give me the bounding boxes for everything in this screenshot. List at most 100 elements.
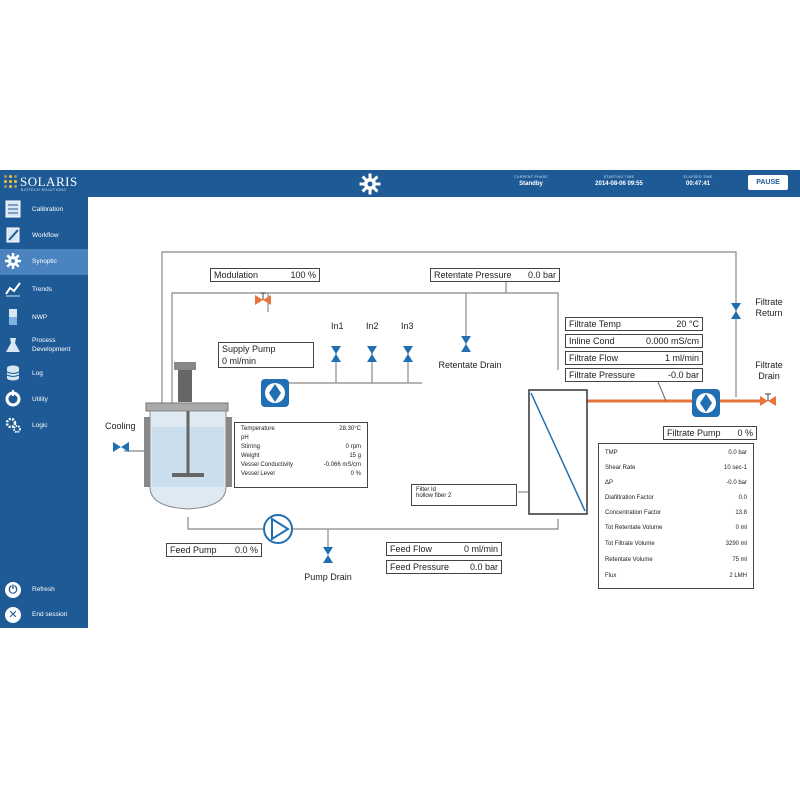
modulation-value: 100 % bbox=[290, 270, 316, 280]
sidebar-label: Calibration bbox=[32, 206, 64, 213]
sidebar-item-utility[interactable]: Utility bbox=[0, 387, 88, 413]
modulation-valve-icon bbox=[254, 292, 272, 306]
filtrate-temp-readout: Filtrate Temp 20 °C bbox=[565, 317, 703, 331]
supply-pump-value: 0 ml/min bbox=[222, 356, 257, 366]
retentate-drain-valve-icon bbox=[461, 336, 471, 352]
filtrate-pump-label: Filtrate Pump bbox=[667, 428, 721, 438]
feed-pressure-label: Feed Pressure bbox=[390, 562, 450, 572]
filtrate-pressure-value: -0.0 bar bbox=[667, 370, 699, 380]
sidebar-label: Trends bbox=[32, 286, 52, 293]
sidebar-label: Log bbox=[32, 370, 43, 377]
retentate-pressure-readout: Retentate Pressure 0.0 bar bbox=[430, 268, 560, 282]
feed-pump-value: 0.0 % bbox=[234, 545, 258, 555]
sidebar-label: Utility bbox=[32, 396, 48, 403]
filtrate-drain-line1: Filtrate bbox=[755, 360, 783, 370]
end-session-button[interactable]: ✕ End session bbox=[0, 605, 88, 627]
sidebar-item-workflow[interactable]: Workflow bbox=[0, 223, 88, 249]
filtrate-return-valve-icon bbox=[731, 303, 741, 319]
retentate-pressure-label: Retentate Pressure bbox=[434, 270, 512, 280]
sidebar-item-nwp[interactable]: NWP bbox=[0, 305, 88, 331]
retentate-pressure-value: 0.0 bar bbox=[527, 270, 556, 280]
sidebar-item-logic[interactable]: Logic bbox=[0, 413, 88, 439]
pump-drain-valve-icon bbox=[323, 547, 333, 563]
current-phase-value: Standby bbox=[519, 181, 543, 187]
inlet-1-valve-icon bbox=[331, 346, 341, 362]
sidebar-label-line2: Development bbox=[32, 346, 71, 353]
nwp-icon bbox=[9, 309, 17, 325]
starting-time-value: 2014-08-06 09:55 bbox=[595, 181, 643, 187]
sidebar-item-log[interactable]: Log bbox=[0, 361, 88, 387]
end-session-label: End session bbox=[32, 611, 68, 618]
feed-pump-icon bbox=[263, 514, 293, 544]
inlet-3-label: In3 bbox=[401, 321, 414, 331]
synoptic-diagram: Modulation 100 % Retentate Pressure 0.0 … bbox=[88, 197, 800, 628]
elapsed-time-value: 00:47:41 bbox=[685, 181, 711, 187]
filtrate-pump-icon bbox=[692, 389, 720, 417]
filtrate-drain-valve-icon bbox=[759, 393, 777, 407]
current-phase-label: CURRENT PHASE bbox=[514, 175, 548, 179]
logo-dots-icon bbox=[4, 175, 18, 189]
gear-icon[interactable] bbox=[358, 172, 382, 196]
sidebar-label: Synoptic bbox=[32, 258, 57, 265]
pump-drain-label: Pump Drain bbox=[304, 572, 352, 582]
supply-pump-icon bbox=[261, 379, 289, 407]
process-development-icon bbox=[6, 338, 20, 352]
feed-pump-readout: Feed Pump 0.0 % bbox=[166, 543, 262, 557]
solaris-logo: SOLARIS BIOTECH SOLUTIONS bbox=[4, 173, 94, 195]
pause-button[interactable]: PAUSE bbox=[748, 175, 788, 190]
filtrate-temp-label: Filtrate Temp bbox=[569, 319, 621, 329]
feed-pressure-value: 0.0 bar bbox=[469, 562, 498, 572]
feed-flow-label: Feed Flow bbox=[390, 544, 433, 554]
inlet-1-label: In1 bbox=[331, 321, 344, 331]
sidebar-item-calibration[interactable]: Calibration bbox=[0, 197, 88, 223]
cooling-label: Cooling bbox=[105, 421, 136, 431]
filter-id-label: Filter Id bbox=[416, 487, 437, 493]
refresh-icon: ⏻ bbox=[5, 582, 21, 598]
filtrate-drain-line2: Drain bbox=[758, 371, 780, 381]
top-bar: SOLARIS BIOTECH SOLUTIONS CURRENT PHASE … bbox=[0, 170, 800, 197]
piping-diagram bbox=[113, 251, 777, 563]
feed-flow-readout: Feed Flow 0 ml/min bbox=[386, 542, 502, 556]
sidebar-label-line1: Process bbox=[32, 337, 56, 344]
trends-icon bbox=[5, 282, 21, 297]
filtrate-pump-value: 0 % bbox=[737, 428, 753, 438]
starting-time: STARTING TIME 2014-08-06 09:55 bbox=[584, 175, 654, 187]
refresh-button[interactable]: ⏻ Refresh bbox=[0, 580, 88, 602]
synoptic-app: SOLARIS BIOTECH SOLUTIONS CURRENT PHASE … bbox=[0, 170, 800, 628]
feed-pump-label: Feed Pump bbox=[170, 545, 217, 555]
filtrate-return-line1: Filtrate bbox=[755, 297, 783, 307]
vessel-row: pH bbox=[241, 435, 249, 441]
sidebar-item-synoptic[interactable]: Synoptic bbox=[0, 249, 88, 275]
filtrate-flow-readout: Filtrate Flow 1 ml/min bbox=[565, 351, 703, 365]
inline-cond-label: Inline Cond bbox=[569, 336, 615, 346]
logic-gears-icon bbox=[5, 417, 21, 433]
modulation-label: Modulation bbox=[214, 270, 259, 280]
filtrate-pump-readout: Filtrate Pump 0 % bbox=[663, 426, 757, 440]
utility-icon bbox=[5, 390, 21, 407]
stats-row: ΔP-0.0 bar bbox=[605, 480, 747, 486]
vessel-row: Vessel Conductivity-0.066 mS/cm bbox=[241, 462, 361, 468]
filter-id-value: hollow fiber 2 bbox=[416, 493, 452, 499]
filtrate-flow-value: 1 ml/min bbox=[664, 353, 699, 363]
inline-cond-value: 0.000 mS/cm bbox=[645, 336, 699, 346]
sidebar-item-trends[interactable]: Trends bbox=[0, 277, 88, 303]
inline-cond-readout: Inline Cond 0.000 mS/cm bbox=[565, 334, 703, 348]
pipe-lines bbox=[124, 251, 737, 549]
filter-id-readout: Filter Id hollow fiber 2 bbox=[411, 484, 517, 506]
filtrate-pressure-readout: Filtrate Pressure -0.0 bar bbox=[565, 368, 703, 382]
